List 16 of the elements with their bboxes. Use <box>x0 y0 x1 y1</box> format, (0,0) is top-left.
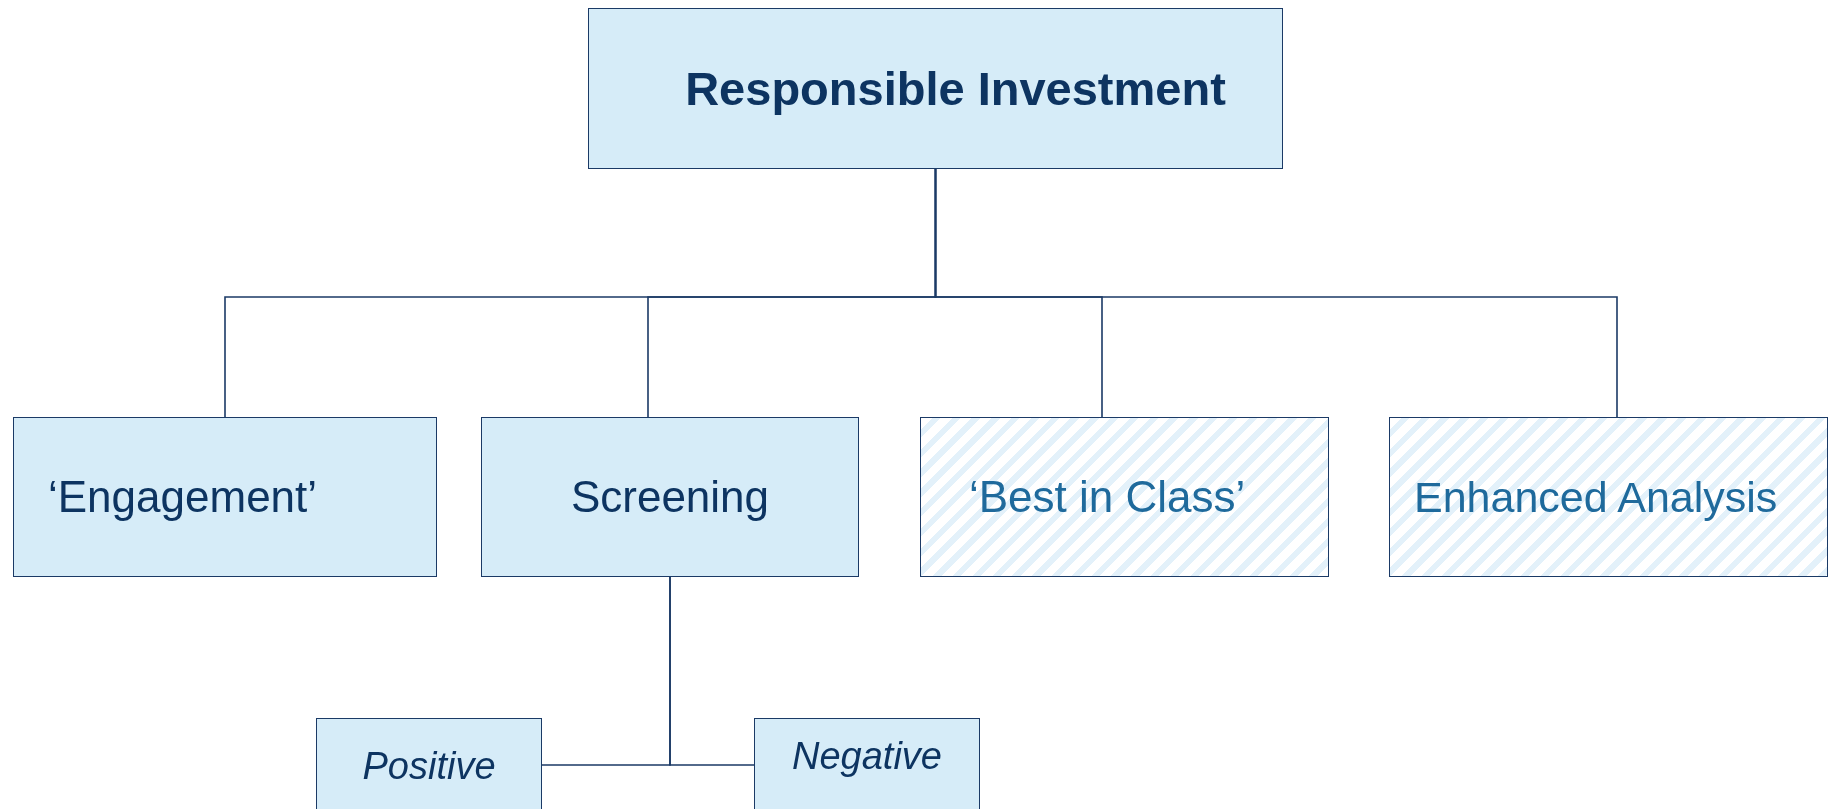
box-label: Negative <box>792 735 942 778</box>
connector-line <box>934 168 1618 418</box>
box-label: Positive <box>362 745 496 788</box>
box-label: Responsible Investment <box>685 61 1226 116</box>
process-box <box>754 718 980 809</box>
box-label: ‘Best in Class’ <box>969 472 1246 522</box>
process-box <box>588 8 1283 169</box>
hatched-box <box>920 417 1329 577</box>
box-label: ‘Engagement’ <box>48 472 318 522</box>
box-label: Enhanced Analysis <box>1414 472 1778 522</box>
hatched-box <box>1389 417 1828 577</box>
process-box <box>13 417 437 577</box>
connector-line <box>669 576 755 766</box>
process-box <box>481 417 859 577</box>
process-box <box>316 718 542 809</box>
box-label: Screening <box>570 472 770 522</box>
